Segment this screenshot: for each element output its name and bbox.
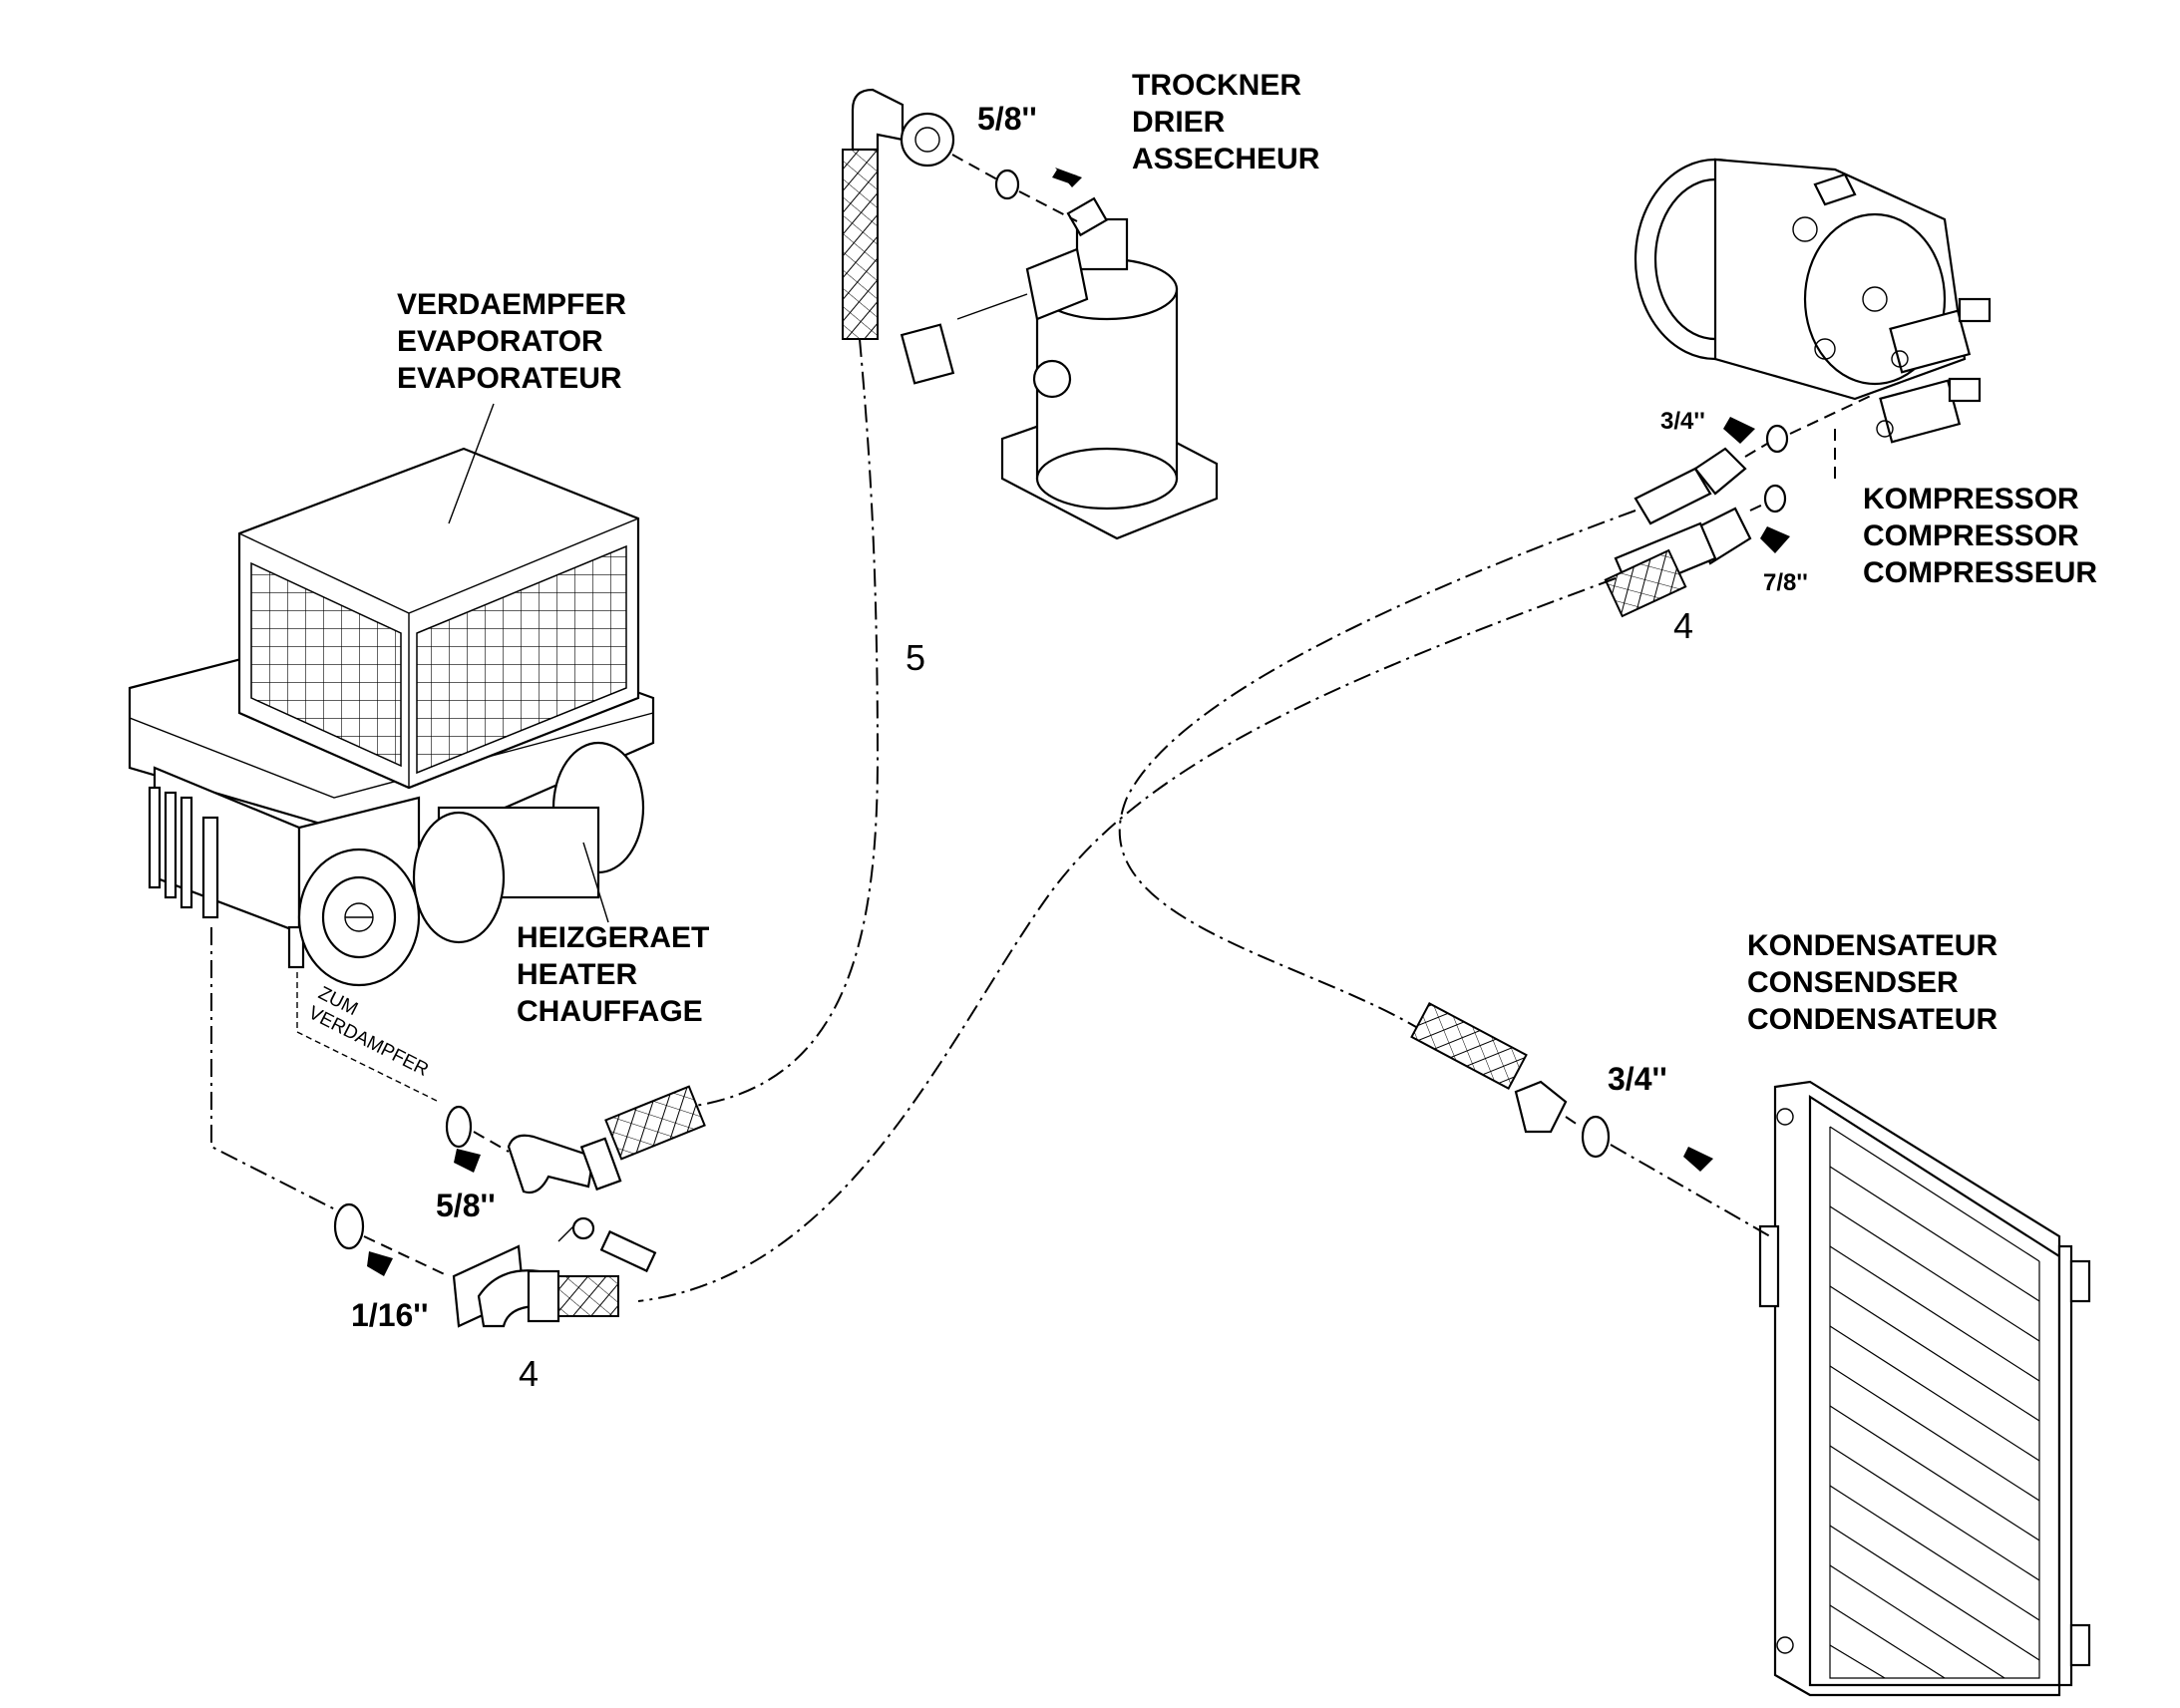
drier-label: TROCKNER DRIER ASSECHEUR xyxy=(1132,69,1320,175)
heater-label-de: HEIZGERAET xyxy=(517,921,709,954)
compressor-lower-fitting xyxy=(1604,429,1836,618)
condenser-hose-fitting xyxy=(1410,1002,1771,1237)
condenser-label-en: CONSENDSER xyxy=(1747,966,1959,999)
compressor-label-de: KOMPRESSOR xyxy=(1863,483,2079,515)
condenser-arrow-icon xyxy=(1683,1147,1713,1172)
hose-4-compressor-callout: 4 xyxy=(1673,605,1693,646)
heater-lower-arrow-icon xyxy=(367,1251,393,1276)
heater-bottom-size: 1/16'' xyxy=(351,1297,429,1333)
compressor-label-en: COMPRESSOR xyxy=(1863,519,2079,552)
verdampfer-label: VERDAMPFER xyxy=(305,1002,432,1081)
compressor-upper-fitting xyxy=(1634,393,1876,525)
heater-leader xyxy=(582,842,609,923)
evaporator-heater-unit xyxy=(128,403,655,987)
hose-5-path xyxy=(687,338,880,1108)
evaporator-label-en: EVAPORATOR xyxy=(397,325,603,358)
svg-text:ZUM VERDAMPFER: ZUM VERDAMPFER xyxy=(305,983,442,1081)
evaporator-grille xyxy=(250,561,402,768)
drier-hose-fitting xyxy=(842,88,1078,340)
compressor-lower-o-ring xyxy=(1763,484,1787,513)
compressor-unit xyxy=(1634,158,1992,444)
condenser-label-fr: CONDENSATEUR xyxy=(1747,1003,1998,1036)
compressor-label-fr: COMPRESSEUR xyxy=(1863,556,2097,589)
drier-o-ring xyxy=(994,169,1020,200)
condenser-o-ring xyxy=(1581,1115,1611,1159)
heater-lower-o-ring xyxy=(333,1202,365,1250)
compressor-lower-size: 7/8'' xyxy=(1763,569,1808,596)
compressor-upper-arrow-icon xyxy=(1723,417,1755,444)
drier-label-de: TROCKNER xyxy=(1132,69,1301,102)
evaporator-leader xyxy=(448,403,495,524)
drier-fitting-size: 5/8'' xyxy=(977,101,1037,137)
hose-4-heater-callout: 4 xyxy=(519,1353,539,1394)
heater-label-en: HEATER xyxy=(517,958,637,991)
zum-verdampfer-note: ZUM VERDAMPFER xyxy=(296,972,442,1103)
compressor-label: KOMPRESSOR COMPRESSOR COMPRESSEUR xyxy=(1863,483,2097,589)
heater-upper-arrow-icon xyxy=(454,1149,481,1173)
condenser-label-de: KONDENSATEUR xyxy=(1747,929,1998,962)
evaporator-label-fr: EVAPORATEUR xyxy=(397,362,622,395)
condenser-fitting-size: 3/4'' xyxy=(1608,1061,1667,1097)
evaporator-label-de: VERDAEMPFER xyxy=(397,288,626,321)
compressor-upper-size: 3/4'' xyxy=(1660,408,1705,435)
condenser-label: KONDENSATEUR CONSENDSER CONDENSATEUR xyxy=(1747,929,2005,1036)
heater-blower xyxy=(297,741,645,987)
evaporator-pipes xyxy=(148,786,305,969)
condenser-fins xyxy=(1829,1126,2040,1679)
condenser-unit xyxy=(1758,1080,2091,1697)
heater-upper-o-ring xyxy=(445,1105,473,1149)
heater-lower-fitting xyxy=(210,927,657,1328)
drier-label-fr: ASSECHEUR xyxy=(1132,143,1320,175)
hose-5-callout: 5 xyxy=(906,637,925,678)
compressor-upper-o-ring xyxy=(1765,424,1789,454)
heater-label: HEIZGERAET HEATER CHAUFFAGE xyxy=(517,921,718,1028)
drier-label-en: DRIER xyxy=(1132,106,1226,139)
compressor-to-heater-hose-path xyxy=(637,577,1617,1302)
drier-unit xyxy=(900,196,1219,540)
compressor-to-condenser-hose-path xyxy=(1118,510,1636,1028)
compressor-lower-arrow-icon xyxy=(1760,526,1790,553)
heater-fitting-size: 5/8'' xyxy=(436,1188,496,1223)
evaporator-label: VERDAEMPFER EVAPORATOR EVAPORATEUR xyxy=(397,288,634,395)
heater-upper-fitting xyxy=(445,1085,706,1195)
heater-label-fr: CHAUFFAGE xyxy=(517,995,703,1028)
